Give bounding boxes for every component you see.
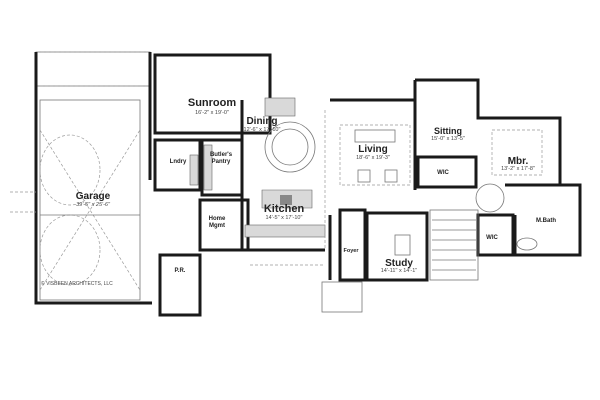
dining-label: Dining [246,116,277,127]
garage-label: Garage [76,191,111,202]
master-suite [413,78,582,257]
home-mgmt-label-2: Mgmt [209,223,225,229]
sunroom-label: Sunroom [188,97,236,109]
living-label: Living [358,144,387,155]
dining-kitchen [240,97,326,252]
wic-label-1: WIC [437,170,449,176]
butlers-label-1: Butler's [210,152,233,158]
laundry-label: Lndry [170,159,187,165]
garage-area [10,51,152,305]
wic-label-2: WIC [486,235,498,241]
mbr-label: Mbr. [508,156,529,167]
study-dim: 14'-11" x 14'-1" [381,268,418,274]
living-dim: 18'-6" x 19'-3" [356,155,390,161]
sitting-label: Sitting [434,126,462,136]
kitchen-dim: 14'-5" x 17'-10" [266,215,303,221]
foyer-study [250,208,479,313]
sitting-dim: 15'-0" x 13'-5" [431,136,465,142]
copyright-text: © VISBEEN ARCHITECTS, LLC [41,280,113,287]
butlers-label-2: Pantry [212,159,231,165]
home-mgmt-label-1: Home [209,216,226,222]
master-bath-label: M.Bath [536,218,556,224]
service-walls [153,53,272,317]
powder-room-label: P.R. [175,268,186,274]
foyer-label: Foyer [344,248,360,254]
mbr-dim: 13'-2" x 17'-8" [501,166,535,172]
dining-dim: 12'-6" x 17'-10" [244,127,281,133]
garage-dim: 39'-6" x 25'-6" [76,202,111,208]
kitchen-label: Kitchen [264,203,305,215]
living [330,98,415,186]
study-label: Study [385,258,413,269]
sunroom-dim: 16'-2" x 19'-0" [195,110,229,116]
